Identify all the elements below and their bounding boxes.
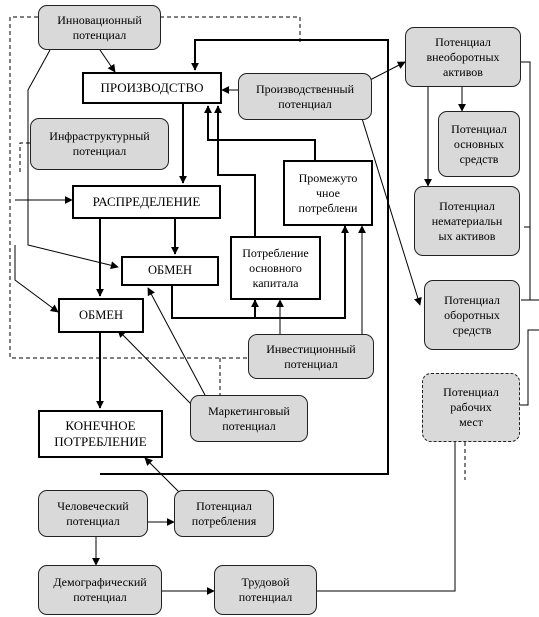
dashed-frame (9, 16, 301, 395)
demographic-potential: Демографический потенциал (38, 565, 162, 615)
labor-potential: Трудовой потенциал (214, 565, 317, 615)
human-potential: Человеческий потенциал (38, 490, 148, 537)
production-box: ПРОИЗВОДСТВО (82, 72, 222, 104)
innovation-potential: Инновационный потенциал (38, 5, 161, 50)
dashed-infra-link (19, 142, 30, 175)
innovation-to-left-rail (27, 49, 119, 270)
distribution-box: РАСПРЕДЕЛЕНИЕ (72, 185, 221, 219)
production-potential-to-current-assets (359, 111, 422, 306)
final-consumption-box: КОНЕЧНОЕ ПОТРЕБЛЕНИЕ (38, 410, 163, 458)
investment-potential: Инвестиционный потенциал (248, 334, 374, 379)
intermediate-to-production (204, 105, 316, 160)
exchange-upper-to-consumption (171, 225, 349, 319)
exchange-upper-box: ОБМЕН (121, 256, 219, 286)
production-potential: Производственный потенциал (238, 73, 372, 120)
consumption-potential: Потенциал потребления (174, 490, 274, 537)
innovation-to-production (99, 49, 116, 73)
non-current-assets-potential: Потенциал внеоборотных активов (405, 27, 521, 87)
intangible-assets-potential: Потенциал нематериальн ых активов (414, 186, 520, 256)
infrastructure-potential: Инфраструктурный потенциал (30, 118, 169, 170)
exchange-lower-box: ОБМЕН (58, 298, 144, 333)
workplaces-potential: Потенциал рабочих мест (422, 373, 520, 442)
current-assets-potential: Потенциал оборотных средств (424, 280, 520, 350)
fixed-assets-potential: Потенциал основных средств (438, 111, 520, 177)
production-potential-to-non-current (369, 61, 406, 81)
infra-rail-to-exchange-lower (14, 245, 59, 313)
marketing-to-exchange-upper (147, 287, 206, 396)
fixed-capital-to-production (214, 105, 256, 236)
intermediate-consumption-box: Промежуто чное потреблени (283, 160, 373, 226)
marketing-to-exchange-lower (117, 329, 193, 406)
marketing-potential: Маркетинговый потенциал (190, 395, 308, 442)
labor-to-workplaces (317, 442, 456, 592)
workplaces-bracket (520, 329, 539, 406)
loop-back-to-production (100, 39, 389, 475)
fixed-capital-consumption-box: Потребление основного капитала (230, 236, 321, 300)
right-bracket (521, 61, 539, 301)
